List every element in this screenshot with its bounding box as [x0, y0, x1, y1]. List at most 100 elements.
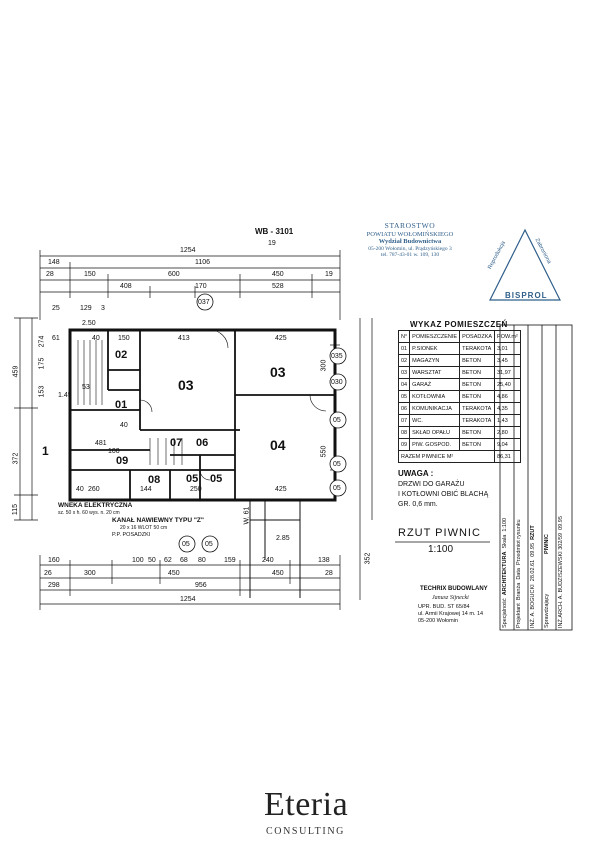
room-07: 07 — [170, 437, 183, 449]
legend-cell: 2,80 — [494, 426, 521, 439]
office-stamp: STAROSTWO POWIATU WOŁOMIŃSKIEGO Wydział … — [335, 221, 485, 258]
circle-05c: 05 — [333, 485, 341, 492]
legend-cell: 08 — [397, 426, 411, 439]
author-line-1: UPR. BUD. ST 65/84 — [418, 604, 470, 610]
legend-cell: 03 — [397, 366, 411, 379]
dim-top-1106: 1106 — [195, 259, 211, 266]
dim-inner-129: 129 — [80, 305, 92, 312]
dim-bot-68: 68 — [180, 557, 188, 564]
titleblock-col1: Specjalność ARCHITEKTURA Skala 1:100 — [502, 517, 509, 628]
dim-inner-40c: 40 — [120, 422, 128, 429]
titleblock-col5: INŻ.ARCH. A. BUDZISZEWSKI 302/59 09.95 — [558, 516, 565, 628]
legend-cell: 9,04 — [494, 438, 521, 451]
dim-bot-62: 62 — [164, 557, 172, 564]
legend-cell: MAGAZYN — [409, 354, 461, 367]
dim-inner-144: 144 — [140, 486, 152, 493]
stamp-line-2: POWIATU WOŁOMIŃSKIEGO — [366, 230, 454, 238]
stamp-line-3: Wydział Budownictwa — [378, 238, 442, 246]
author-line-3: 05-200 Wołomin — [418, 618, 458, 624]
signature-name: Janusz Sijnecki — [432, 595, 469, 601]
wb-sub: 19 — [268, 240, 276, 247]
dim-top-28: 28 — [46, 271, 54, 278]
tb-piwnic: PIWNIC — [544, 534, 550, 555]
legend-cell: TERAKOTA — [459, 402, 496, 415]
dim-bot-80: 80 — [198, 557, 206, 564]
floor-plan-sheet: WB - 3101 19 STAROSTWO POWIATU WOŁOMIŃSK… — [12, 221, 573, 631]
legend-cell: BETON — [459, 366, 496, 379]
circle-035: 035 — [331, 353, 343, 360]
room-08: 08 — [148, 474, 161, 486]
brand-name: Eteria — [264, 786, 349, 823]
tb-specjalnosc: Specjalność — [502, 598, 508, 628]
signature-title: TECHRIX BUDOWLANY — [420, 586, 488, 592]
legend-cell: 07 — [397, 414, 411, 427]
tb-architektura: ARCHITEKTURA — [502, 551, 508, 596]
dim-inner-413: 413 — [178, 335, 190, 342]
tb-checker: INŻ.ARCH. A. BUDZISZEWSKI 302/59 — [558, 532, 564, 628]
dim-top-150: 150 — [84, 271, 96, 278]
tb-date-3: 09.95 — [558, 516, 564, 530]
dim-bot-50: 50 — [148, 557, 156, 564]
titleblock-col3: INŻ. A. BOGUCKI 28.02.61 09.95 RZUT — [530, 525, 537, 628]
dim-left-372: 372 — [12, 452, 20, 465]
dim-inner-250b: 250 — [190, 486, 202, 493]
dim-bot-450b: 450 — [272, 570, 284, 577]
legend-cell: WARSZTAT — [409, 366, 461, 379]
circle-05d: 05 — [182, 541, 190, 548]
dim-bot-100: 100 — [132, 557, 144, 564]
legend-total-label: RAZEM PIWNICE M² — [397, 450, 496, 463]
legend-cell: BETON — [459, 390, 496, 403]
dim-inner-40b: 40 — [76, 486, 84, 493]
legend-cell: BETON — [459, 438, 496, 451]
axis-label: 1 — [42, 444, 49, 458]
eteria-brand: Eteria CONSULTING — [222, 784, 392, 837]
legend-header: POW.m² — [494, 330, 521, 343]
dim-bot-1254: 1254 — [180, 596, 196, 603]
tb-przedmiot: Przedmiot rysunku — [516, 519, 522, 565]
wb-number: WB - 3101 — [255, 227, 294, 236]
legend-header: POMIESZCZENIE — [409, 330, 461, 343]
author-line-2: ul. Armii Krajowej 14 m. 14 — [418, 611, 484, 617]
bisprol-label: BISPROL — [505, 291, 548, 300]
dim-inner-40a: 40 — [92, 335, 100, 342]
legend-cell: 25,40 — [494, 378, 521, 391]
legend-cell: 3,45 — [494, 354, 521, 367]
uwaga-line-2: I KOTŁOWNI OBIĆ BLACHĄ — [398, 491, 489, 498]
legend-total-row: RAZEM PIWNICE M² 86,31 — [397, 450, 521, 463]
section-mark: W. 61 — [243, 506, 251, 525]
note-wneka-sub: sz. 50 x h. 60 wys. n. 20 cm — [58, 510, 120, 516]
dim-bot-352: 352 — [364, 552, 372, 565]
legend-cell: 06 — [397, 402, 411, 415]
legend-cell: 04 — [397, 378, 411, 391]
legend-cell: KOMUNIKACJA — [409, 402, 461, 415]
note-kanal-sub: 20 x 16 WLOT 50 cm — [120, 525, 168, 531]
tb-scale-value: 1:100 — [502, 517, 508, 532]
dim-inner-53: 53 — [82, 384, 90, 391]
dim-inner-100: 100 — [108, 448, 120, 455]
dim-top-148: 148 — [48, 259, 60, 266]
tb-designer: INŻ. A. BOGUCKI — [530, 584, 536, 628]
dim-bot-298: 298 — [48, 582, 60, 589]
tb-date-2: 09.95 — [530, 542, 536, 557]
uwaga-line-3: GR. 0,6 mm. — [398, 501, 438, 508]
dim-left-153: 153 — [38, 385, 46, 398]
legend-cell: TERAKOTA — [459, 342, 496, 355]
legend-cell: WC. — [409, 414, 461, 427]
dim-top-total: 1254 — [180, 247, 196, 254]
legend-cell: 01 — [397, 342, 411, 355]
dim-inner-300: 300 — [320, 359, 328, 372]
room-04: 04 — [270, 437, 286, 453]
dim-top-600: 600 — [168, 271, 180, 278]
dim-inner-425b: 425 — [275, 486, 287, 493]
room-03b: 03 — [270, 364, 286, 380]
legend-total-value: 86,31 — [494, 450, 521, 463]
dim-inner-145: 1.45 — [58, 392, 72, 399]
legend-cell: BETON — [459, 354, 496, 367]
note-kanal: KANAŁ NAWIEWNY TYPU "Z" — [112, 517, 204, 524]
